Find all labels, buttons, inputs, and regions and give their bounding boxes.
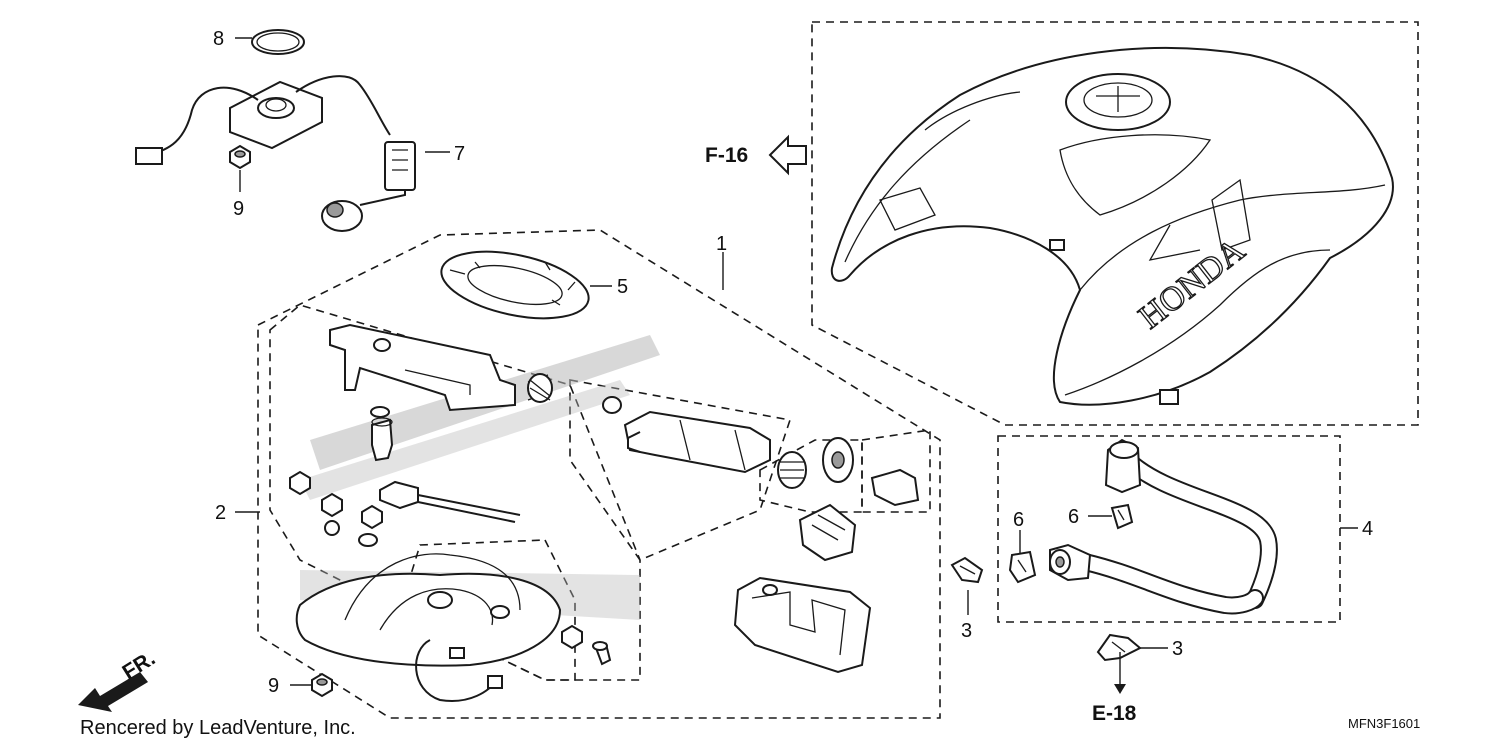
o-ring-part-8[interactable] [251,29,305,55]
f16-reference[interactable]: F-16 [705,134,807,176]
callout-6-right[interactable]: 6 [1068,506,1079,528]
diagram-code: MFN3F1601 [1348,716,1420,731]
callout-3-right[interactable]: 3 [1172,638,1183,660]
fuel-tank[interactable]: HONDA [830,46,1394,406]
credit-text: Rencered by LeadVenture, Inc. [80,717,356,739]
gasket-part-5[interactable] [435,240,594,330]
leader-lines [235,37,1358,686]
nut-small[interactable] [561,624,583,650]
fuel-hose[interactable] [1076,451,1278,615]
nut-part-9-upper[interactable] [229,144,251,170]
fasteners-left[interactable] [289,470,383,547]
filter-subgroup-outline [759,439,863,513]
level-sender-rod[interactable] [379,480,521,523]
fuel-level-sensor[interactable] [135,75,416,232]
callout-6-left[interactable]: 6 [1013,509,1024,531]
e18-label: E-18 [1092,702,1137,725]
fuel-tank-dashed-box [811,21,1419,426]
callout-4[interactable]: 4 [1362,518,1373,540]
callout-7[interactable]: 7 [454,143,465,165]
front-direction-indicator: FR. [78,647,159,712]
callout-3-left[interactable]: 3 [961,620,972,642]
filter-cover[interactable] [798,503,857,562]
callout-8[interactable]: 8 [213,28,224,50]
hose-connector-bottom[interactable] [1049,543,1092,582]
hose-clip-6-left[interactable] [1008,550,1037,584]
clip-part-3-left[interactable] [950,556,984,584]
clip-part-3-right[interactable] [1096,633,1142,662]
fuel-hose-dashed-box [997,435,1341,623]
assembly-outline-2 [269,304,641,681]
fuel-hose-group [997,435,1341,623]
left-arrow-icon [768,134,807,176]
pump-flange-plate[interactable] [295,553,562,702]
pump-bracket[interactable] [329,323,516,412]
pressure-regulator[interactable] [822,437,920,507]
callout-9-upper[interactable]: 9 [233,198,244,220]
fuel-pump-motor[interactable] [602,396,771,474]
hose-clip-6-right[interactable] [1110,503,1134,530]
f16-label: F-16 [705,144,748,167]
callout-1[interactable]: 1 [716,233,727,255]
nut-part-9-lower[interactable] [311,672,333,698]
assembly-outline-1 [257,229,941,719]
callout-5[interactable]: 5 [617,276,628,298]
e18-reference[interactable]: E-18 [1092,652,1137,725]
fitting-part[interactable] [371,417,394,462]
pump-housing[interactable] [733,576,872,674]
washer-small[interactable] [370,406,390,418]
callout-9-lower[interactable]: 9 [268,675,279,697]
connector-plug-icon [135,147,163,165]
flange-subgroup-outline [399,539,576,681]
front-arrow-icon [78,672,148,712]
callout-numbers: 8 7 9 1 5 2 3 6 6 4 3 9 [213,28,1373,697]
fuel-pump-assembly-group [257,229,941,719]
callout-2[interactable]: 2 [215,502,226,524]
pump-subgroup-outline [569,379,792,561]
bolt-small[interactable] [592,641,612,666]
hose-connector-top[interactable] [1104,438,1142,494]
spring-part[interactable] [527,373,553,403]
fuel-tank-group: HONDA [811,21,1419,426]
fuel-filter[interactable] [777,451,807,489]
front-label: FR. [118,647,159,684]
